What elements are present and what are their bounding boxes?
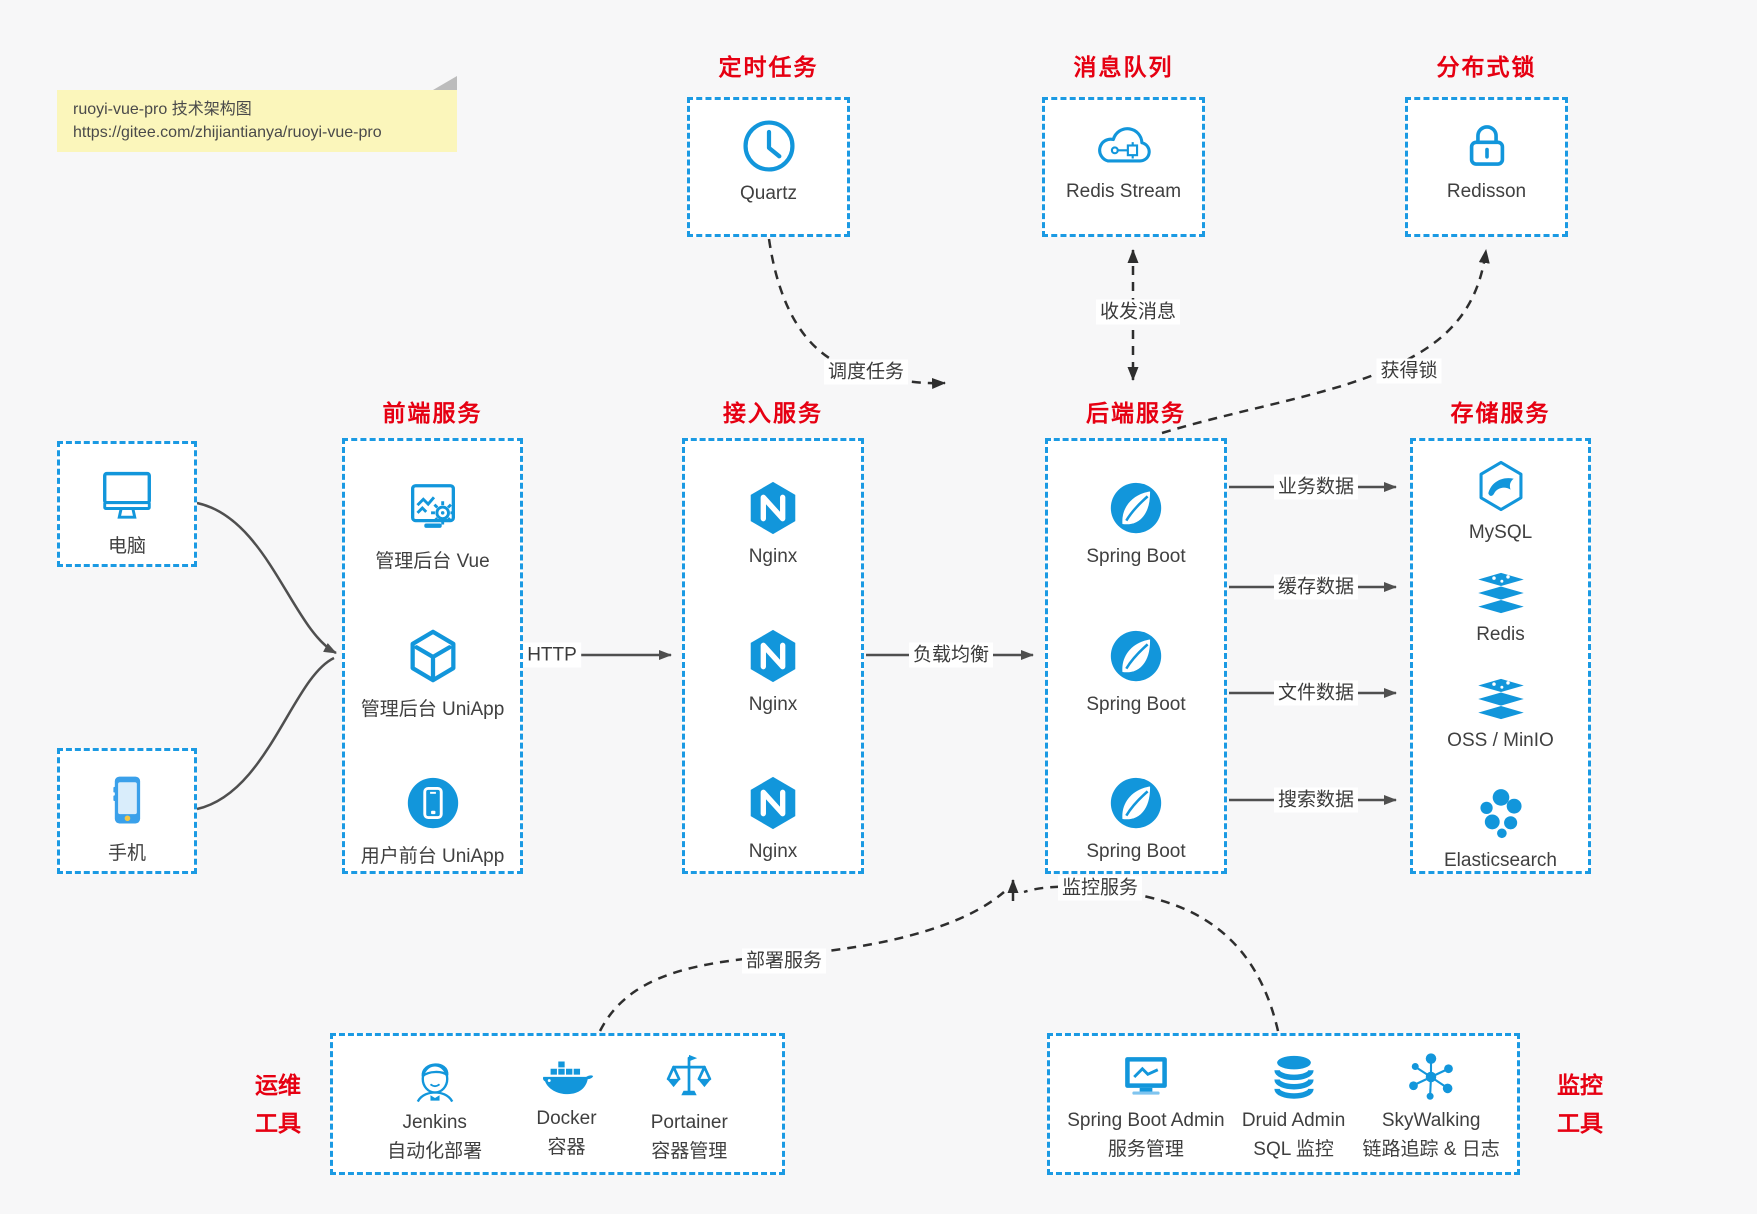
portainer-item: Portainer 容器管理 xyxy=(651,1049,728,1165)
nginx-icon xyxy=(750,629,796,683)
pc-label: 电脑 xyxy=(107,536,146,557)
monitor-tools-label: 监控 工具 xyxy=(1557,1072,1603,1136)
spring-boot-item: Spring Boot xyxy=(1048,625,1224,716)
sticky-note: ruoyi-vue-pro 技术架构图 https://gitee.com/zh… xyxy=(57,76,457,152)
druid-admin-item: Druid Admin SQL 监控 xyxy=(1242,1049,1345,1163)
redisson-label: Redisson xyxy=(1446,181,1527,202)
cloud-queue-icon xyxy=(1097,127,1151,163)
user-app-icon xyxy=(407,777,458,829)
schedule-edge-label: 调度任务 xyxy=(823,359,909,385)
spring-boot-admin-item: Spring Boot Admin 服务管理 xyxy=(1067,1049,1225,1163)
pc-client-box: 电脑 xyxy=(57,441,197,567)
cache-data-edge-label: 缓存数据 xyxy=(1273,574,1359,600)
access-services-title: 接入服务 xyxy=(723,400,823,426)
redis-icon xyxy=(1477,572,1524,614)
smartphone-icon xyxy=(113,776,141,824)
nginx-item: Nginx xyxy=(685,477,861,568)
file-data-edge-label: 文件数据 xyxy=(1273,680,1359,706)
frontend-services-title: 前端服务 xyxy=(382,400,483,426)
lock-edge-label: 获得锁 xyxy=(1376,358,1442,384)
deploy-edge-label: 部署服务 xyxy=(741,948,827,974)
spring-boot-icon xyxy=(1110,482,1162,534)
ops-tools-label: 运维 工具 xyxy=(255,1072,301,1136)
frontend-services-box: 管理后台 Vue 管理后台 UniApp 用户前台 UniApp xyxy=(342,438,523,874)
load-balance-edge-label: 负载均衡 xyxy=(908,642,994,668)
backend-services-title: 后端服务 xyxy=(1086,400,1186,426)
business-data-edge-label: 业务数据 xyxy=(1273,474,1359,500)
storage-services-title: 存储服务 xyxy=(1450,400,1551,426)
redis-stream-label: Redis Stream xyxy=(1065,181,1182,202)
docker-icon xyxy=(543,1061,594,1095)
clock-icon xyxy=(742,120,795,172)
desktop-icon xyxy=(103,471,151,519)
quartz-label: Quartz xyxy=(739,183,798,204)
vue-admin-item: 管理后台 Vue xyxy=(345,477,520,573)
portainer-scales-icon xyxy=(667,1054,712,1096)
backend-services-box: Spring Boot Spring Boot Spring Boot xyxy=(1045,438,1227,874)
quartz-box: Quartz xyxy=(687,97,850,237)
distributed-lock-title: 分布式锁 xyxy=(1436,54,1537,80)
mysql-icon xyxy=(1479,460,1522,512)
edge-monitor xyxy=(1023,885,1280,1032)
note-url: https://gitee.com/zhijiantianya/ruoyi-vu… xyxy=(73,124,382,141)
scheduled-tasks-title: 定时任务 xyxy=(718,54,819,80)
http-edge-label: HTTP xyxy=(523,642,581,668)
jenkins-item: Jenkins 自动化部署 xyxy=(387,1049,482,1165)
user-app-item: 用户前台 UniApp xyxy=(345,772,520,868)
spring-boot-admin-icon xyxy=(1125,1057,1167,1095)
lock-icon xyxy=(1469,125,1504,166)
redisson-box: Redisson xyxy=(1405,97,1568,237)
note-title: ruoyi-vue-pro 技术架构图 xyxy=(73,101,252,118)
skywalking-item: SkyWalking 链路追踪 & 日志 xyxy=(1363,1049,1500,1163)
spring-boot-icon xyxy=(1110,777,1162,829)
redis-stream-box: Redis Stream xyxy=(1042,97,1205,237)
message-queue-title: 消息队列 xyxy=(1073,54,1174,80)
spring-boot-icon xyxy=(1110,630,1162,682)
mobile-client-box: 手机 xyxy=(57,748,197,874)
uniapp-admin-item: 管理后台 UniApp xyxy=(345,625,520,721)
elasticsearch-icon xyxy=(1479,789,1522,839)
mysql-item: MySQL xyxy=(1413,457,1588,544)
elasticsearch-item: Elasticsearch xyxy=(1413,785,1588,872)
monitor-edge-label: 监控服务 xyxy=(1057,875,1143,901)
nginx-item: Nginx xyxy=(685,625,861,716)
nginx-icon xyxy=(750,776,796,830)
ops-tools-box: Jenkins 自动化部署 Docker 容器 xyxy=(330,1033,785,1175)
access-services-box: Nginx Nginx Nginx xyxy=(682,438,864,874)
cube-icon xyxy=(410,629,455,683)
admin-vue-icon xyxy=(410,484,455,528)
monitor-tools-box: Spring Boot Admin 服务管理 Druid Admin SQL 监… xyxy=(1047,1033,1520,1175)
redis-item: Redis xyxy=(1413,569,1588,646)
nginx-icon xyxy=(750,481,796,535)
messaging-edge-label: 收发消息 xyxy=(1095,299,1181,325)
oss-minio-item: OSS / MinIO xyxy=(1413,675,1588,752)
spring-boot-item: Spring Boot xyxy=(1048,477,1224,568)
druid-database-icon xyxy=(1273,1055,1314,1099)
mobile-label: 手机 xyxy=(107,843,146,864)
jenkins-icon xyxy=(416,1063,453,1103)
search-data-edge-label: 搜索数据 xyxy=(1273,787,1359,813)
edge-phone-to-frontend xyxy=(196,656,335,811)
docker-item: Docker 容器 xyxy=(536,1049,597,1161)
storage-services-box: MySQL Redis OSS / Mi xyxy=(1410,438,1591,874)
oss-minio-icon xyxy=(1477,678,1524,720)
spring-boot-item: Spring Boot xyxy=(1048,772,1224,863)
edge-pc-to-frontend xyxy=(196,501,337,655)
nginx-item: Nginx xyxy=(685,772,861,863)
skywalking-network-icon xyxy=(1409,1053,1454,1100)
note-corner-fold xyxy=(433,76,457,90)
